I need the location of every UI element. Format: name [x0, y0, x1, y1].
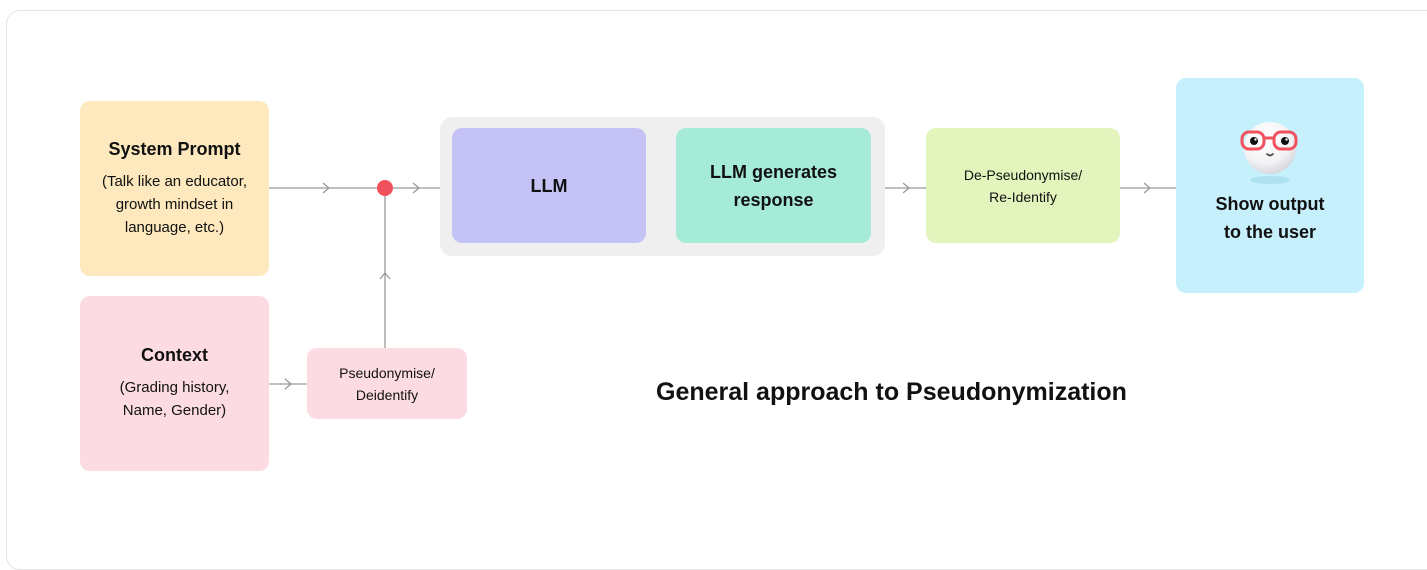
output-line: Show output — [1215, 193, 1325, 214]
context-box: Context (Grading history, Name, Gender) — [80, 296, 269, 471]
system-prompt-line: language, etc.) — [124, 218, 225, 236]
mascot-glasses-icon — [1240, 122, 1298, 184]
pseudonymise-box: Pseudonymise/ Deidentify — [307, 348, 467, 419]
system-prompt-line: (Talk like an educator, — [101, 172, 248, 190]
arrow-right-icon — [412, 182, 421, 194]
de-pseudonymise-box: De-Pseudonymise/ Re-Identify — [926, 128, 1120, 243]
llm-generates-line: LLM generates — [709, 161, 838, 182]
output-box: Show output to the user — [1176, 78, 1364, 293]
llm-box: LLM — [452, 128, 646, 243]
context-description: (Grading history, Name, Gender) — [120, 376, 230, 422]
system-prompt-line: growth mindset in — [115, 195, 234, 213]
context-line: Name, Gender) — [122, 402, 227, 419]
arrow-right-icon — [322, 182, 331, 194]
context-line: (Grading history, — [119, 379, 230, 396]
llm-generates-box: LLM generates response — [676, 128, 871, 243]
diagram-heading: General approach to Pseudonymization — [656, 378, 1127, 406]
pseudonymise-line: Pseudonymise/ — [339, 364, 435, 381]
pseudonymise-label: Pseudonymise/ Deidentify — [339, 362, 435, 406]
arrow-right-icon — [284, 378, 293, 390]
output-label: Show output to the user — [1216, 190, 1325, 246]
llm-label: LLM — [530, 175, 568, 196]
context-title: Context — [141, 345, 208, 365]
llm-generates-label: LLM generates response — [710, 158, 837, 214]
de-pseudonymise-line: Re-Identify — [989, 188, 1057, 205]
pseudonymise-line: Deidentify — [355, 386, 419, 403]
de-pseudonymise-label: De-Pseudonymise/ Re-Identify — [964, 164, 1082, 208]
system-prompt-title: System Prompt — [108, 138, 241, 159]
arrow-right-icon — [902, 182, 911, 194]
arrow-right-icon — [1143, 182, 1152, 194]
system-prompt-description: (Talk like an educator, growth mindset i… — [102, 170, 247, 239]
arrow-up-icon — [379, 271, 391, 280]
de-pseudonymise-line: De-Pseudonymise/ — [963, 166, 1083, 183]
system-prompt-box: System Prompt (Talk like an educator, gr… — [80, 101, 269, 276]
junction-dot — [377, 180, 393, 196]
output-line: to the user — [1223, 221, 1316, 242]
llm-generates-line: response — [733, 189, 814, 210]
